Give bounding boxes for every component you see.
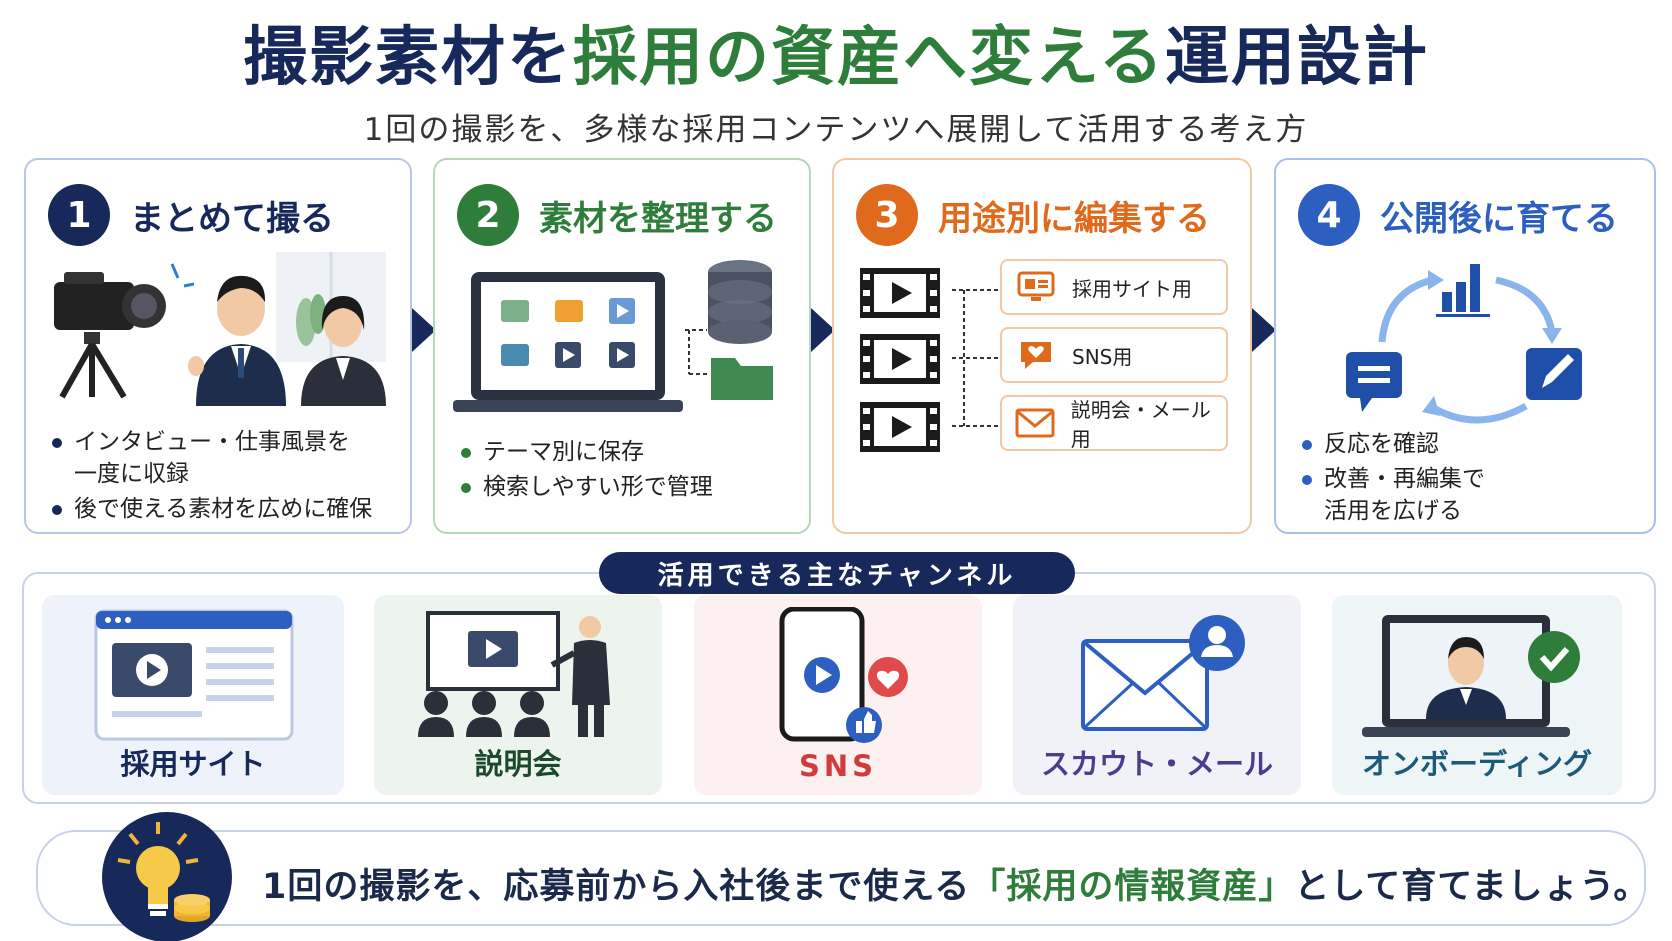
flow-arrow-icon	[1252, 308, 1276, 352]
channels-heading: 活用できる主なチャンネル	[599, 552, 1075, 594]
channel-label: 説明会	[474, 747, 562, 781]
step-bullets: インタビュー・仕事風景を一度に収録 後で使える素材を広めに確保	[50, 426, 400, 528]
title-part2: 運用設計	[1165, 21, 1430, 95]
heart-chat-icon	[1014, 338, 1058, 372]
database-icon	[685, 260, 773, 400]
presentation-icon	[418, 611, 610, 737]
film-clips-icon	[860, 268, 1010, 452]
step-card-organize: 2 素材を整理する テーマ別に保存 検索しやすい形で管理	[433, 158, 811, 534]
step-header: 3 用途別に編集する	[856, 184, 1210, 246]
page-subtitle: 1回の撮影を、多様な採用コンテンツへ展開して活用する考え方	[363, 112, 1309, 148]
step-number: 1	[48, 184, 110, 246]
monitor-profile-icon	[1014, 270, 1058, 304]
summary-message: 1回の撮影を、応募前から入社後まで使える「採用の情報資産」として育てましょう。	[262, 867, 1650, 907]
improvement-cycle-icon	[1346, 264, 1582, 424]
channel-onboarding: オンボーディング	[1332, 595, 1622, 795]
step-number: 4	[1298, 184, 1360, 246]
step-card-grow: 4 公開後に育てる 反応を確認 改善・再編集で活用を広げる	[1274, 158, 1656, 534]
list-item: テーマ別に保存	[459, 436, 799, 468]
step-bullets: テーマ別に保存 検索しやすい形で管理	[459, 436, 799, 506]
step-bullets: 反応を確認 改善・再編集で活用を広げる	[1300, 428, 1640, 530]
interviewer-icon	[188, 275, 286, 406]
list-item: インタビュー・仕事風景を一度に収録	[50, 426, 400, 490]
mail-profile-icon	[1081, 615, 1245, 731]
use-case-label: 説明会・メール用	[1070, 398, 1211, 451]
use-case-label: SNS用	[1072, 344, 1133, 369]
step-header: 1 まとめて撮る	[48, 184, 334, 246]
channel-label: SNS	[798, 749, 878, 783]
use-case-label: 採用サイト用	[1072, 276, 1192, 301]
list-item: 検索しやすい形で管理	[459, 471, 799, 503]
use-case-sns: SNS用	[1000, 327, 1228, 383]
video-camera-icon	[54, 263, 194, 399]
channel-recruit-site: 採用サイト	[42, 595, 344, 795]
step-title: まとめて撮る	[130, 198, 334, 239]
interviewee-icon	[301, 296, 386, 406]
channel-briefing: 説明会	[374, 595, 662, 795]
channel-label: スカウト・メール	[1040, 747, 1273, 781]
channel-label: 採用サイト	[120, 747, 266, 781]
step-number: 3	[856, 184, 918, 246]
step-header: 4 公開後に育てる	[1298, 184, 1618, 246]
use-case-recruit-site: 採用サイト用	[1000, 259, 1228, 315]
list-item: 改善・再編集で活用を広げる	[1300, 463, 1640, 527]
envelope-icon	[1014, 406, 1057, 440]
laptop-folders-icon	[453, 272, 683, 412]
flow-arrow-icon	[412, 308, 436, 352]
step-number: 2	[457, 184, 519, 246]
channel-label: オンボーディング	[1362, 747, 1592, 781]
step-header: 2 素材を整理する	[457, 184, 777, 246]
laptop-video-call-icon	[1362, 615, 1580, 737]
summary-panel	[36, 830, 1646, 926]
page-title: 撮影素材を採用の資産へ変える運用設計	[0, 6, 1672, 98]
title-part1: 撮影素材を	[242, 21, 573, 95]
step-card-shoot: 1 まとめて撮る インタビュー・仕事風景を一度に収録 後で使える素材を広めに確保	[24, 158, 412, 534]
step-title: 用途別に編集する	[938, 198, 1210, 239]
title-highlight: 採用の資産へ変える	[572, 21, 1166, 95]
channel-scout-mail: スカウト・メール	[1013, 595, 1301, 795]
step-title: 公開後に育てる	[1380, 198, 1618, 239]
list-item: 反応を確認	[1300, 428, 1640, 460]
channel-sns: SNS	[694, 595, 982, 795]
use-case-briefing-mail: 説明会・メール用	[1000, 395, 1228, 451]
lightbulb-coins-icon	[102, 812, 232, 941]
smartphone-video-icon	[779, 607, 908, 743]
list-item: 後で使える素材を広めに確保	[50, 493, 400, 525]
step-title: 素材を整理する	[539, 198, 777, 239]
website-video-icon	[94, 609, 294, 741]
flow-arrow-icon	[811, 308, 835, 352]
